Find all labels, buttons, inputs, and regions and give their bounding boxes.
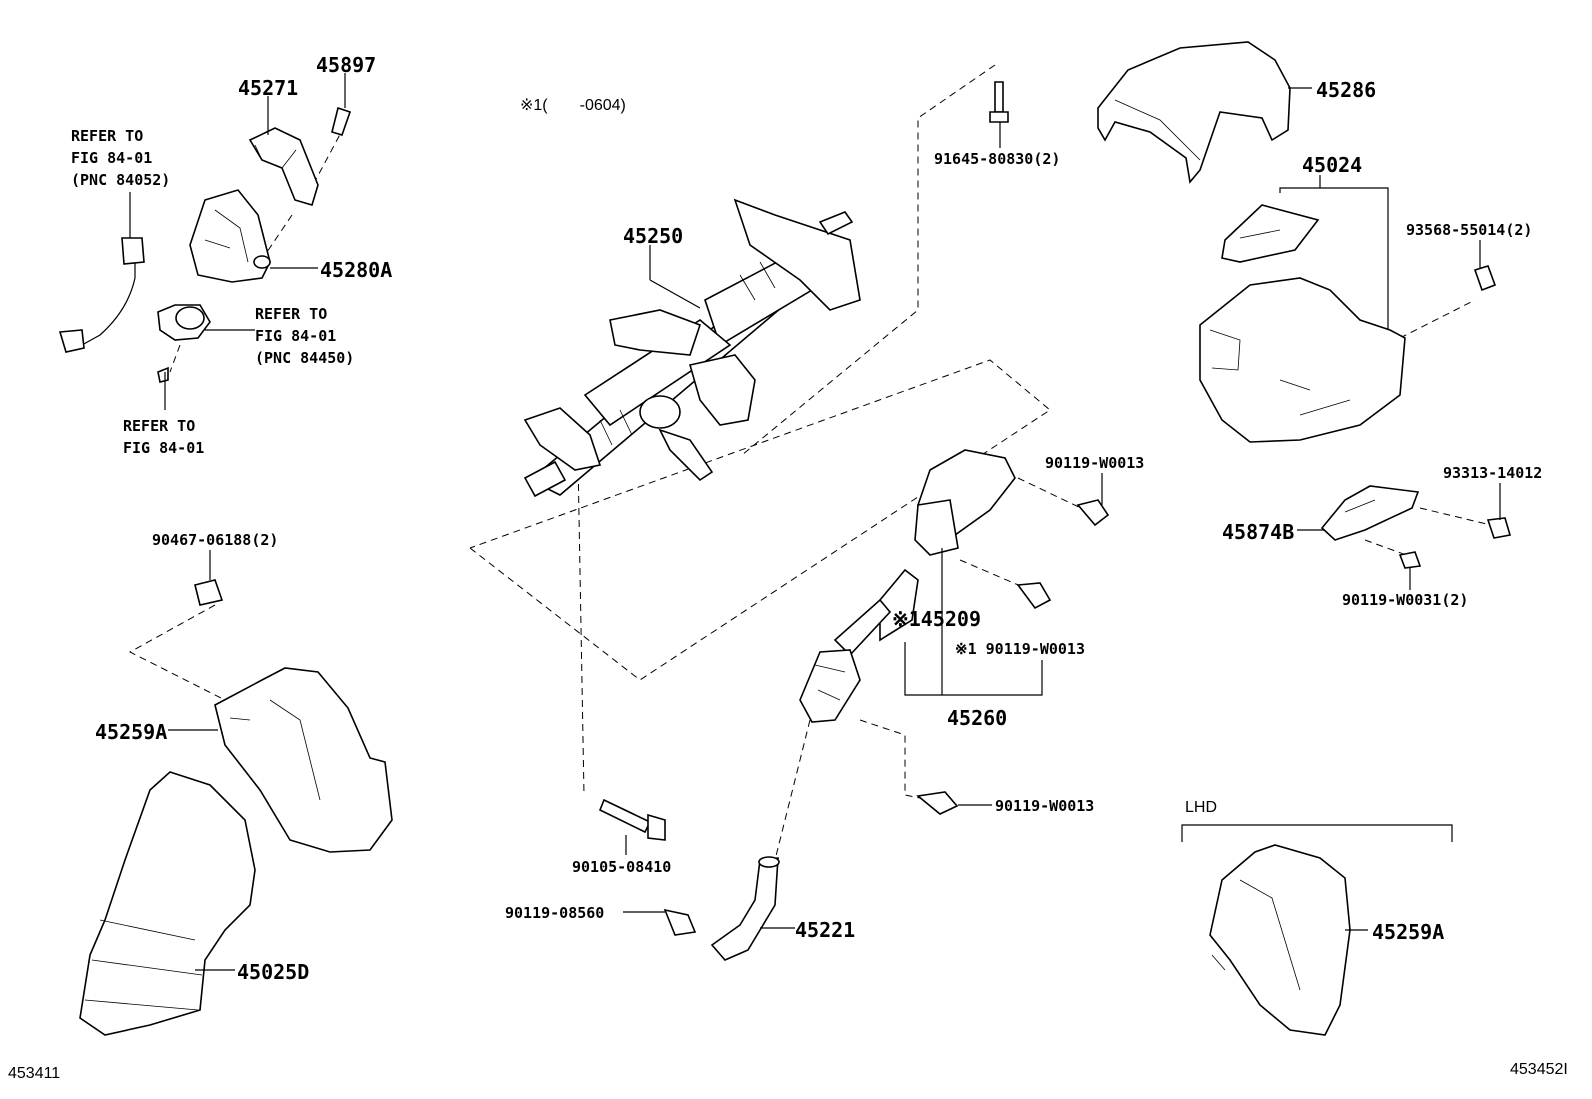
part-label-90105-08410: 90105-08410 [572, 858, 672, 876]
part-label-45897: 45897 [316, 53, 377, 77]
part-label-45259A-right: 45259A [1372, 920, 1445, 944]
lhd-bracket [1181, 824, 1453, 842]
part-label-45259A-left: 45259A [95, 720, 168, 744]
wiring-connector-shape [58, 192, 145, 353]
part-label-45271: 45271 [238, 76, 299, 100]
part-label-45024: 45024 [1302, 153, 1363, 177]
bracket-45271-shape [248, 127, 319, 206]
part-label-90119-W0031: 90119-W0031(2) [1342, 591, 1469, 609]
part-label-145209: ※145209 [892, 607, 982, 631]
figure-id-left: 453411 [8, 1065, 61, 1082]
refer-note-84450: REFER TO FIG 84-01 (PNC 84450) [255, 305, 355, 367]
part-label-45280A: 45280A [320, 258, 393, 282]
switch-assembly-shape [157, 304, 211, 383]
lhd-label: LHD [1185, 799, 1218, 816]
intermediate-shaft-45260-shape [799, 449, 1016, 723]
part-label-45025D: 45025D [237, 960, 310, 984]
leader-lines [164, 73, 1501, 971]
figure-id-right: 453452I [1510, 1061, 1568, 1078]
cover-45259A-left-shape [214, 667, 393, 853]
refer-note-84052: REFER TO FIG 84-01 (PNC 84052) [71, 127, 171, 189]
note-serial-range: ※1( -0604) [520, 97, 626, 114]
part-label-45286: 45286 [1316, 78, 1377, 102]
lower-column-cover-45024-shape [1199, 204, 1406, 443]
part-label-93313-14012: 93313-14012 [1443, 464, 1543, 482]
lower-yoke-45221-shape [710, 856, 780, 961]
ignition-lock-housing-45280A-shape [189, 189, 271, 283]
cover-45259A-right-shape [1209, 844, 1351, 1036]
part-label-90467-06188: 90467-06188(2) [152, 531, 279, 549]
bolt-shapes [194, 81, 1512, 936]
refer-note-fig-84-01: REFER TO FIG 84-01 [123, 417, 205, 457]
part-label-45874B: 45874B [1222, 520, 1295, 544]
part-label-91645-80830: 91645-80830(2) [934, 150, 1061, 168]
part-label-90119-W0013-middle: ※1 90119-W0013 [955, 640, 1085, 658]
part-label-45221: 45221 [795, 918, 856, 942]
part-label-45260: 45260 [947, 706, 1008, 730]
upper-column-cover-45286-shape [1097, 41, 1291, 184]
part-label-45250: 45250 [623, 224, 684, 248]
steering-column-45250-shape [523, 198, 861, 498]
plate-45874B-shape [1320, 485, 1420, 541]
part-label-90119-08560: 90119-08560 [505, 904, 605, 922]
screw-45897-shape [331, 106, 352, 136]
part-label-93568-55014: 93568-55014(2) [1406, 221, 1533, 239]
part-label-90119-W0013-lower: 90119-W0013 [995, 797, 1095, 815]
part-label-90119-W0013-upper: 90119-W0013 [1045, 454, 1145, 472]
assembly-dashed-lines [128, 64, 1496, 861]
column-boot-45025D-shape [79, 771, 256, 1036]
